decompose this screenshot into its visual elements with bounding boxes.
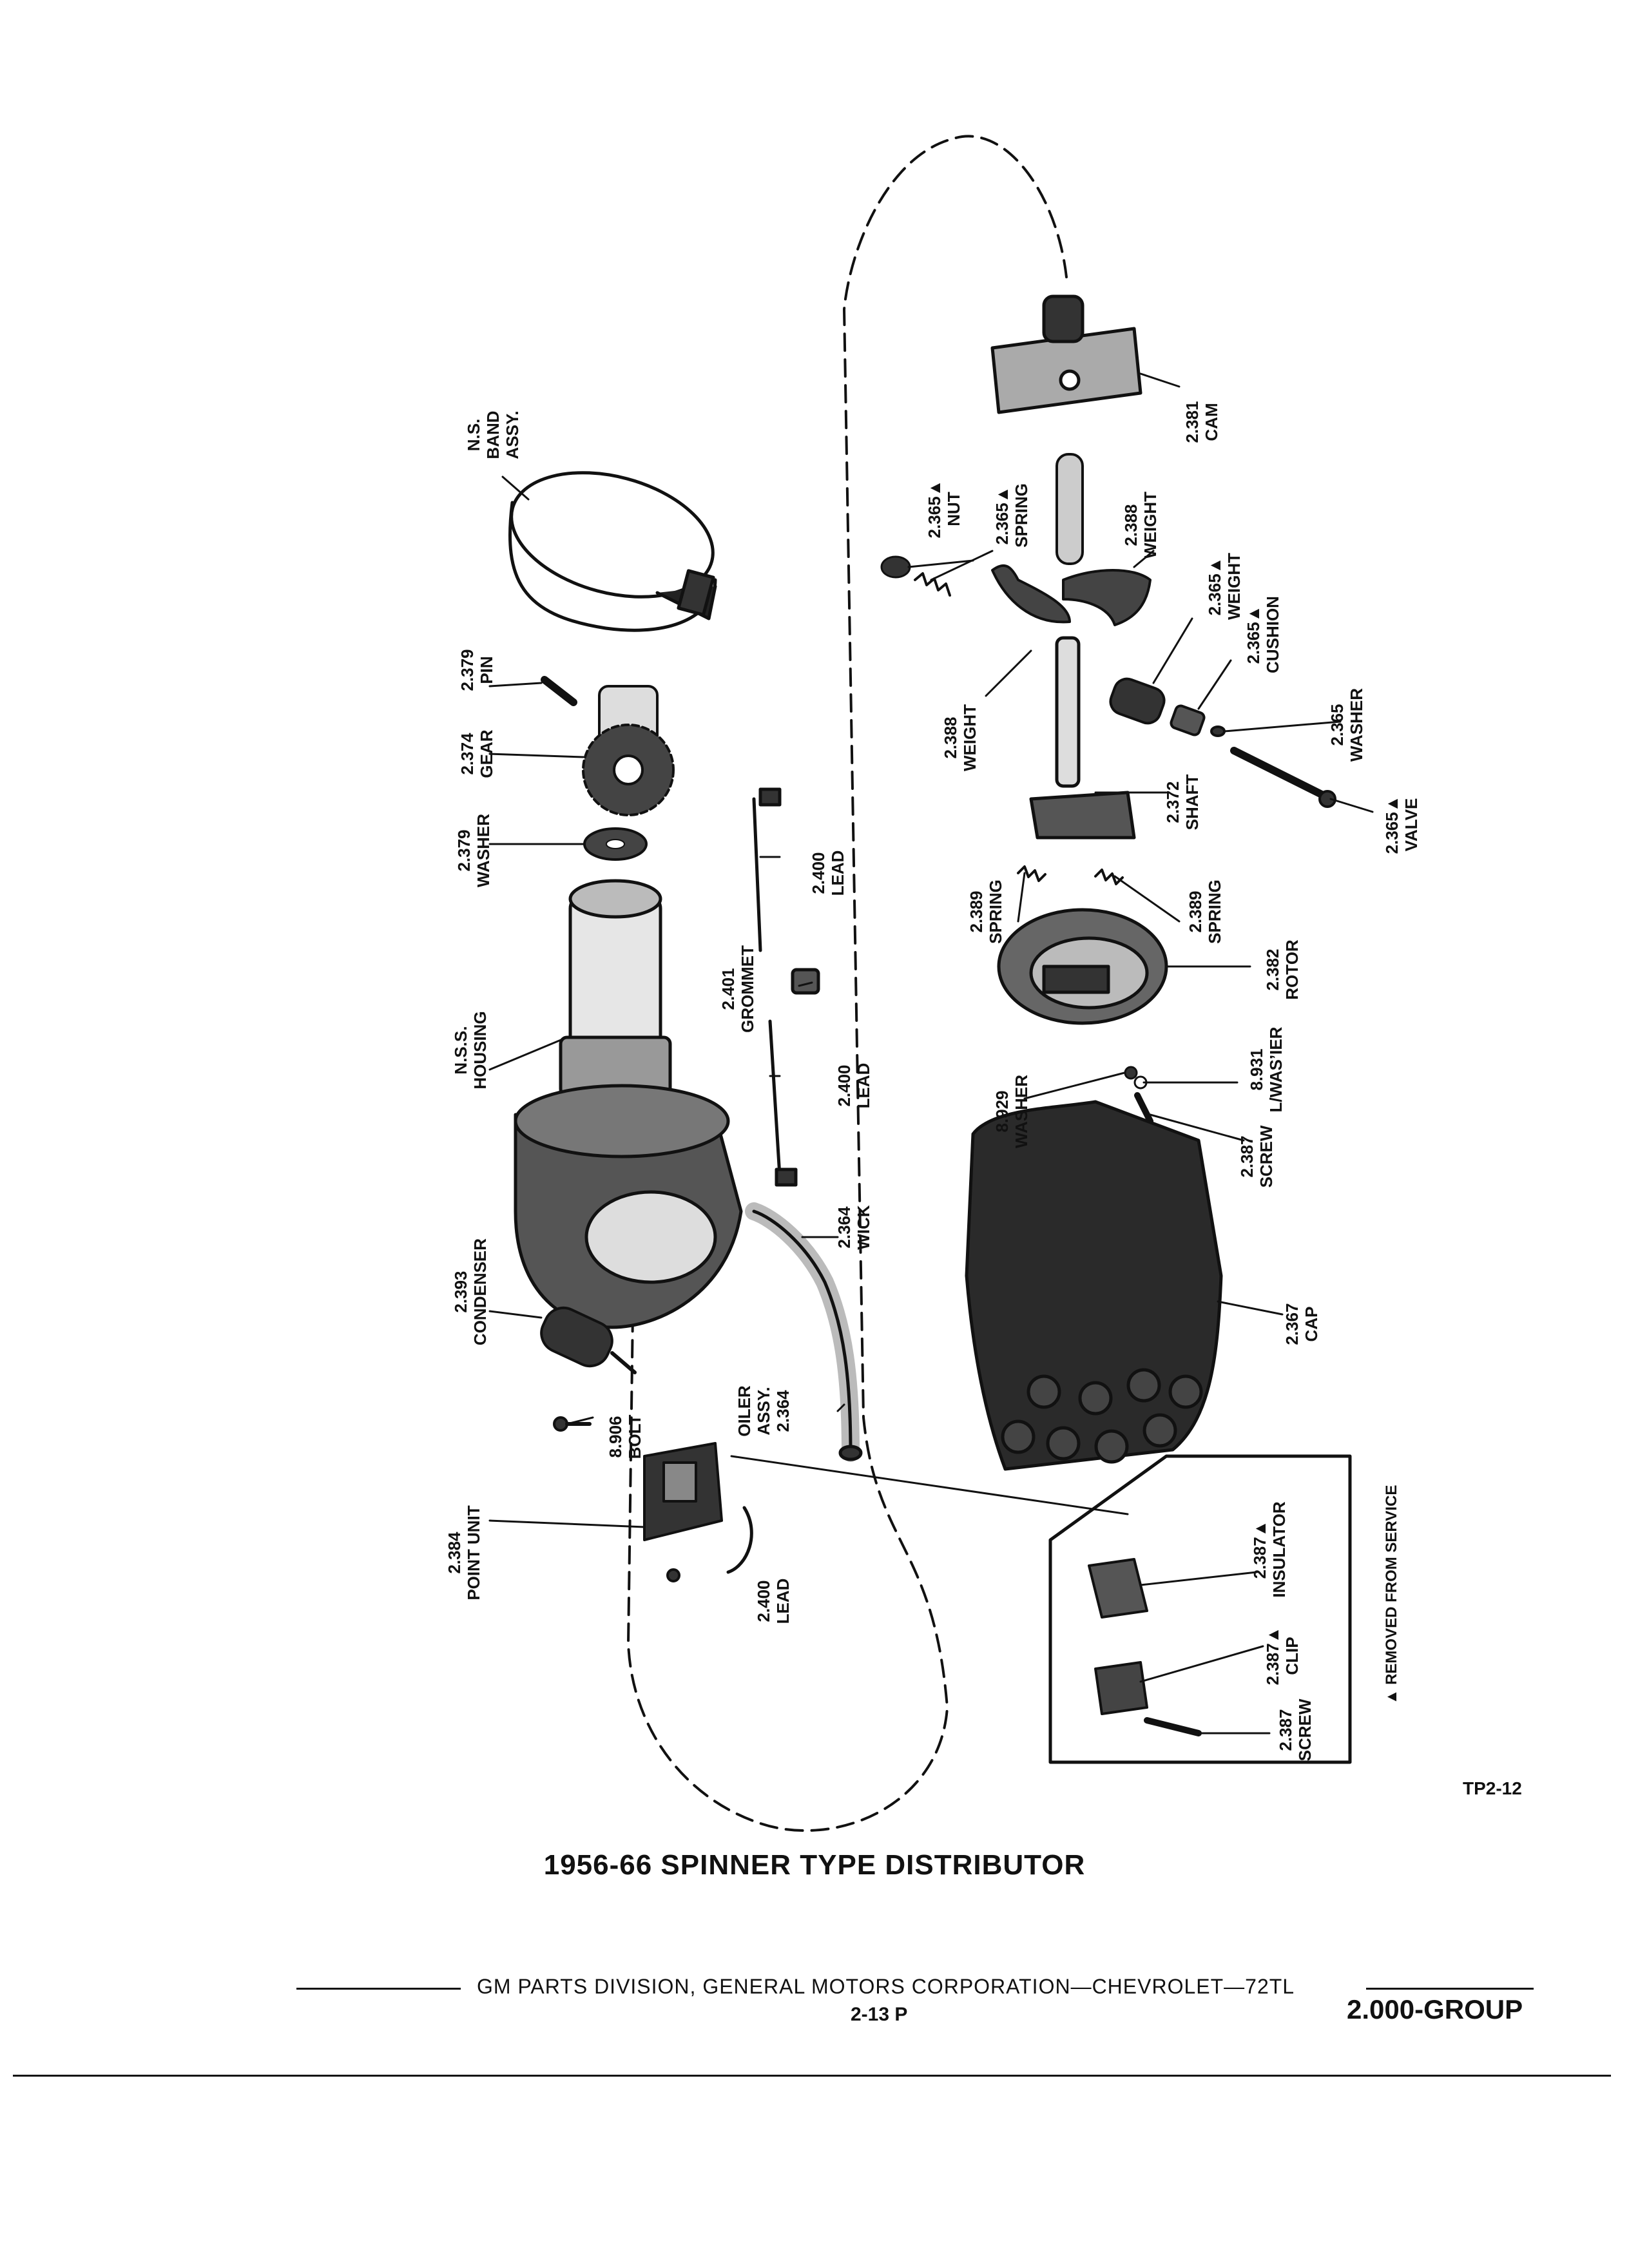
- label-insulator: 2.387▲INSULATOR: [1250, 1501, 1289, 1598]
- label-housing: N.S.S.HOUSING: [451, 1011, 490, 1090]
- inset-screw-part: [1144, 1717, 1202, 1736]
- oiler-assembly-part: [745, 1202, 863, 1462]
- assembly-dashed-line: [627, 135, 1068, 1832]
- point-lead-part: [726, 1506, 753, 1574]
- weight-left-part: [991, 564, 1071, 624]
- footer-group: 2.000-GROUP: [1347, 1994, 1523, 2024]
- inset-note: ▲ REMOVED FROM SERVICE: [1383, 1485, 1400, 1705]
- gear-part: [582, 685, 675, 816]
- spring-left-part: [1017, 865, 1046, 882]
- weight-right-part: [1062, 569, 1152, 626]
- shaft-part: [1029, 636, 1136, 840]
- figure-id: TP2-12: [1463, 1778, 1522, 1798]
- nut-part: [880, 555, 911, 579]
- insulator-part: [1088, 1558, 1148, 1619]
- label-nut: 2.365▲NUT: [925, 479, 963, 539]
- footer-rule-right: [1366, 1988, 1534, 1990]
- washer-8929-part: [1124, 1066, 1138, 1080]
- spring-part: [914, 572, 951, 597]
- condenser-part: [540, 1306, 637, 1374]
- page-title: 1956-66 SPINNER TYPE DISTRIBUTOR: [543, 1849, 1086, 1881]
- label-valve: 2.365▲VALVE: [1382, 795, 1421, 854]
- pin-part: [541, 676, 577, 706]
- label-clip: 2.387▲CLIP: [1263, 1626, 1302, 1686]
- lead-wires: [752, 787, 820, 1187]
- screw-part: [1134, 1092, 1153, 1124]
- housing-part: [514, 879, 743, 1329]
- weight-post-part: [1055, 453, 1084, 565]
- cap-part: [965, 1100, 1223, 1471]
- cushion-part: [1109, 677, 1336, 808]
- point-unit-part: [643, 1442, 723, 1582]
- spring-right-part: [1094, 869, 1124, 885]
- inset-panel: [1048, 1454, 1352, 1764]
- footer-page-number: 2-13 P: [851, 2004, 908, 2025]
- leader-lines: [488, 372, 1374, 1735]
- label-spring-2365: 2.365▲SPRING: [992, 483, 1031, 548]
- page-bottom-rule: [13, 2075, 1611, 2077]
- label-weight-2365: 2.365▲WEIGHT: [1205, 553, 1244, 620]
- footer-rule-left: [296, 1988, 461, 1990]
- clip-part: [1094, 1661, 1148, 1715]
- footer-publisher: GM PARTS DIVISION, GENERAL MOTORS CORPOR…: [477, 1975, 1295, 1998]
- rotor-part: [997, 908, 1168, 1025]
- label-cushion: 2.365▲CUSHION: [1244, 596, 1282, 673]
- band-assembly-part: [508, 471, 717, 632]
- cam-part: [990, 294, 1142, 414]
